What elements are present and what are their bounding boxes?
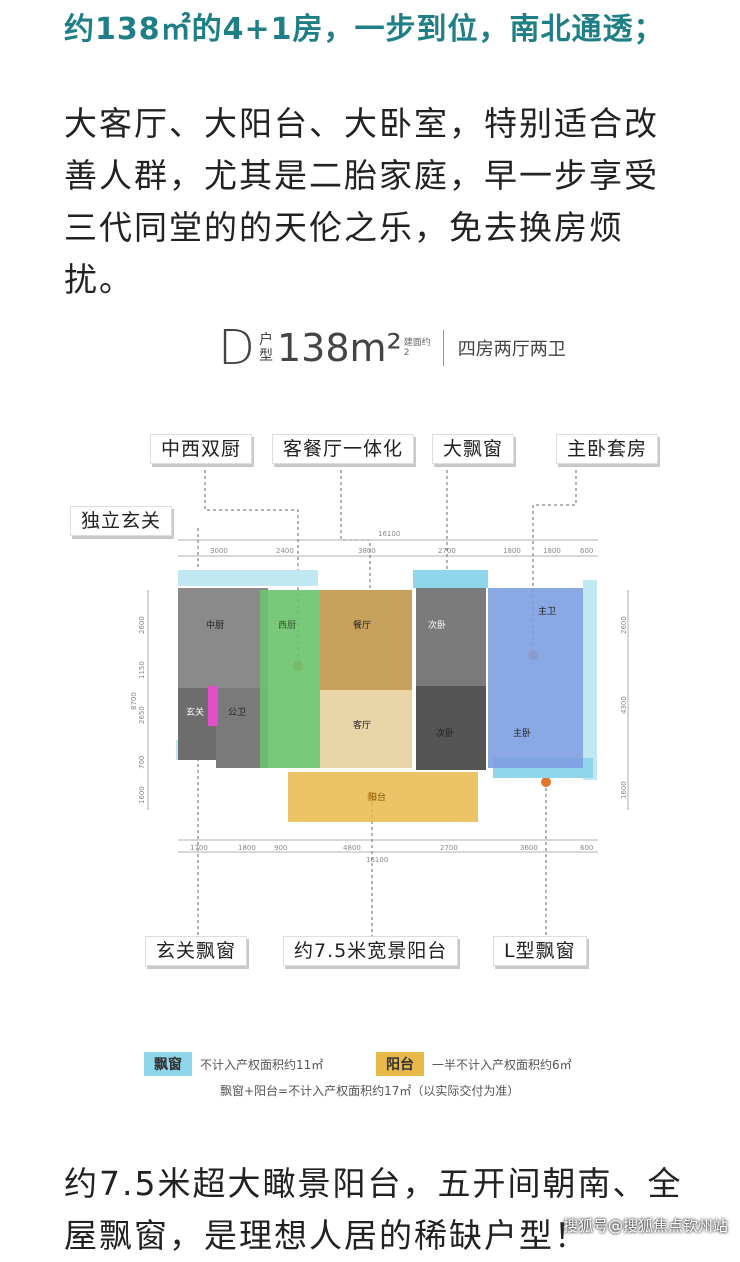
watermark: 搜狐号@搜狐焦点钦州站 — [562, 1217, 728, 1235]
plan-area: 138m² — [276, 326, 402, 370]
leader-kitchen — [204, 464, 299, 666]
callout-bay: 大飘窗 — [432, 434, 515, 464]
dining-area — [320, 590, 412, 690]
plan-hu: 户 — [258, 332, 273, 348]
living-area — [320, 690, 412, 768]
dim-right-2: 4300 — [620, 696, 628, 714]
pink-door — [208, 686, 218, 726]
headline: 约138㎡的4+1房，一步到位，南北通透； — [64, 12, 665, 47]
callout-kitchen: 中西双厨 — [150, 434, 253, 464]
legend-bay: 飘窗 不计入产权面积约11㎡ — [144, 1052, 323, 1076]
closing-paragraph: 约7.5米超大瞰景阳台，五开间朝南、全屋飘窗，是理想人居的稀缺户型！ — [64, 1164, 683, 1255]
room-foyer-label: 玄关 — [186, 706, 204, 718]
dim-bottom-3: 900 — [274, 844, 287, 852]
western-kitchen — [260, 590, 320, 768]
callout-master: 主卧套房 — [556, 434, 659, 464]
dim-bottom-5: 2700 — [440, 844, 458, 852]
legend-balcony: 阳台 一半不计入产权面积约6㎡ — [376, 1052, 572, 1076]
room-western-label: 西厨 — [278, 620, 296, 631]
floor-plan: 16100 3000 2400 3800 2700 1800 1800 600 … — [130, 530, 629, 864]
dim-bottom-4: 4800 — [343, 844, 361, 852]
dim-top-3: 3800 — [358, 547, 376, 555]
room-master-bath-label: 主卫 — [538, 605, 556, 617]
dim-top-5: 1800 — [503, 547, 521, 555]
dim-left-4: 700 — [138, 756, 146, 769]
second-bed-1 — [416, 588, 486, 686]
legend-balcony-chip: 阳台 — [376, 1052, 424, 1076]
legend-balcony-text: 一半不计入产权面积约6㎡ — [432, 1057, 572, 1072]
room-second2-label: 次卧 — [436, 727, 454, 739]
plan-xing: 型 — [258, 348, 273, 364]
callout-lbay: L型飘窗 — [493, 936, 587, 966]
dim-total-top: 16100 — [378, 530, 400, 538]
leader-master — [532, 464, 577, 655]
dim-left-1: 2600 — [138, 616, 146, 634]
bay-window-top-left — [178, 570, 318, 586]
legend-note: 飘窗+阳台=不计入产权面积约17㎡（以实际交付为准） — [220, 1084, 520, 1098]
kitchen-area — [178, 588, 268, 688]
marker-lbay — [541, 777, 551, 787]
callout-living: 客餐厅一体化 — [272, 434, 415, 464]
callout-entry-bay: 玄关飘窗 — [145, 936, 248, 966]
dim-bottom-7: 600 — [580, 844, 593, 852]
dim-top-4: 2700 — [438, 547, 456, 555]
room-public-bath-label: 公卫 — [228, 707, 246, 718]
callout-entry: 独立玄关 — [70, 506, 173, 536]
bay-window-right — [583, 580, 597, 780]
plan-rooms: 四房两厅两卫 — [457, 339, 566, 360]
plan-area-sub: 建面约 2 — [404, 338, 431, 358]
plan-letter: D — [218, 320, 255, 376]
plan-title: D 户 型 138m² 建面约 2 四房两厅两卫 — [218, 324, 566, 372]
dim-bottom-1: 1700 — [190, 844, 208, 852]
dim-right-1: 2600 — [620, 616, 628, 634]
balcony-area — [288, 772, 478, 822]
dim-top-7: 600 — [580, 547, 593, 555]
dim-left-5: 1600 — [138, 786, 146, 804]
master-suite — [488, 588, 583, 768]
room-master-label: 主卧 — [513, 727, 531, 739]
room-balcony-label: 阳台 — [368, 791, 386, 803]
dim-left-2: 1150 — [138, 661, 146, 679]
second-bed-2 — [416, 686, 486, 770]
dim-right-3: 1600 — [620, 781, 628, 799]
dim-left-3: 2650 — [138, 706, 146, 724]
dim-top-2: 2400 — [276, 547, 294, 555]
bay-window-top-mid — [413, 570, 488, 588]
plan-area-sub1: 建面约 — [403, 338, 431, 348]
room-living-label: 客厅 — [353, 719, 371, 731]
legend-bay-text: 不计入产权面积约11㎡ — [200, 1057, 324, 1072]
room-kitchen-label: 中厨 — [206, 619, 224, 631]
dim-top-6: 1800 — [543, 547, 561, 555]
dim-left-total: 8700 — [130, 692, 138, 710]
title-divider — [442, 330, 444, 366]
plan-area-sub2: 2 — [403, 348, 410, 358]
dim-bottom-6: 3600 — [520, 844, 538, 852]
legend-bay-chip: 飘窗 — [144, 1052, 192, 1076]
room-second1-label: 次卧 — [428, 619, 446, 631]
public-bath-area — [216, 688, 268, 768]
dimension-lines — [147, 539, 629, 853]
dim-total-bottom: 16100 — [366, 856, 388, 864]
dim-bottom-2: 1800 — [238, 844, 256, 852]
intro-paragraph: 大客厅、大阳台、大卧室，特别适合改善人群，尤其是二胎家庭，早一步享受三代同堂的的… — [64, 104, 659, 299]
dim-top-1: 3000 — [210, 547, 228, 555]
plan-type-label: 户 型 — [259, 332, 273, 364]
callout-balcony: 约7.5米宽景阳台 — [283, 936, 459, 966]
room-dining-label: 餐厅 — [353, 619, 371, 631]
